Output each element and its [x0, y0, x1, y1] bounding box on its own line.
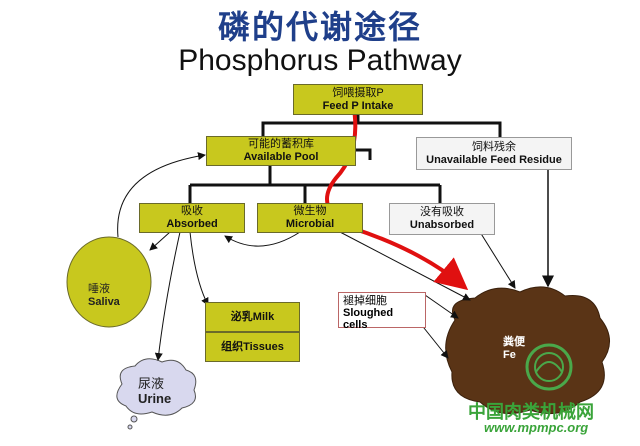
title-english: Phosphorus Pathway	[178, 44, 462, 77]
absorbed-en: Absorbed	[166, 218, 218, 230]
feed-residue-cn: 饲料残余	[472, 140, 516, 153]
microbial-en: Microbial	[285, 218, 335, 230]
watermark-site-name: 中国肉类机械网	[468, 402, 594, 423]
sloughed-cn: 褪掉细胞	[343, 295, 387, 307]
title-chinese: 磷的代谢途径	[217, 8, 422, 46]
milk-label: 泌乳Milk	[230, 310, 275, 323]
available-pool-box: 可能的蓄积库 Available Pool	[206, 136, 356, 166]
absorbed-box: 吸收 Absorbed	[139, 203, 245, 233]
urine-en: Urine	[138, 391, 172, 406]
milk-box: 泌乳Milk	[205, 302, 300, 332]
available-pool-cn: 可能的蓄积库	[248, 138, 314, 150]
saliva-circle	[66, 236, 152, 328]
feces-blob	[445, 286, 610, 415]
watermark-logo	[525, 343, 573, 391]
urine-cloud	[116, 358, 197, 416]
unabsorbed-box: 没有吸收 Unabsorbed	[389, 203, 495, 235]
feed-residue-en: Unavailable Feed Residue	[426, 153, 562, 166]
sloughed-box: 褪掉细胞 Sloughed cells	[338, 292, 426, 331]
watermark-url: www.mpmpc.org	[484, 420, 589, 435]
saliva-label: 唾液 Saliva	[88, 283, 120, 309]
feces-label: 粪便 Fe	[503, 336, 525, 362]
saliva-cn: 唾液	[88, 283, 110, 295]
urine-label: 尿液 Urine	[138, 376, 171, 406]
saliva-en: Saliva	[88, 296, 120, 308]
tissues-box: 组织Tissues	[205, 332, 300, 362]
red-pathway-arrow	[325, 102, 469, 291]
available-pool-en: Available Pool	[243, 151, 319, 163]
feces-cn: 粪便	[503, 336, 525, 348]
unabsorbed-en: Unabsorbed	[409, 219, 475, 231]
absorbed-cn: 吸收	[181, 205, 203, 217]
feed-intake-cn: 饲喂摄取P	[332, 86, 384, 99]
feed-intake-en: Feed P Intake	[322, 99, 394, 112]
feed-residue-box: 饲料残余 Unavailable Feed Residue	[416, 137, 572, 170]
sloughed-en2: cells	[343, 319, 368, 331]
microbial-box: 微生物 Microbial	[257, 203, 363, 233]
unabsorbed-cn: 没有吸收	[420, 206, 464, 218]
feed-intake-box: 饲喂摄取P Feed P Intake	[293, 84, 423, 115]
feces-en: Fe	[503, 349, 516, 361]
urine-cn: 尿液	[138, 376, 165, 391]
tissues-label: 组织Tissues	[221, 340, 284, 353]
sloughed-en1: Sloughed	[343, 307, 394, 319]
microbial-cn: 微生物	[293, 205, 327, 217]
